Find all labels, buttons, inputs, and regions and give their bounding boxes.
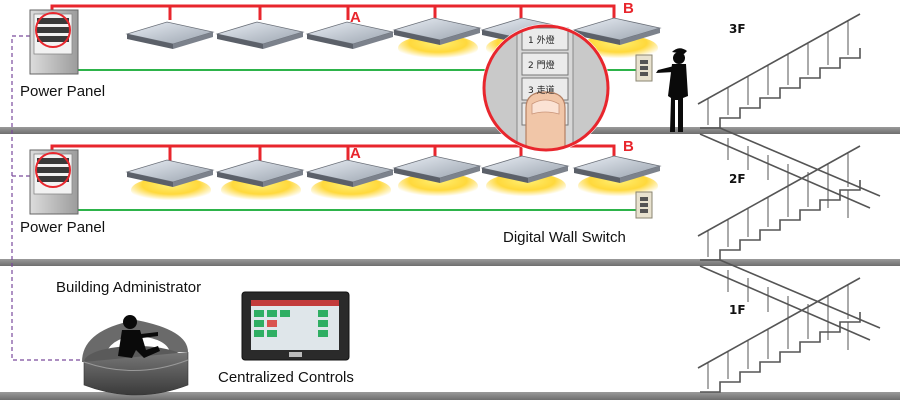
- zoom-button-3: 3 走道: [528, 84, 555, 96]
- building-administrator-label: Building Administrator: [56, 279, 202, 296]
- wall-switch-2f: [635, 191, 653, 219]
- admin-network-lines: [11, 35, 100, 361]
- staircase: [697, 13, 881, 393]
- slab-3f: [0, 127, 900, 134]
- light-fixture-on: [392, 17, 482, 61]
- power-panel-label-3f: Power Panel: [20, 83, 106, 100]
- light-fixture: [305, 21, 395, 49]
- admin-desk: [82, 320, 189, 396]
- central-control-monitor: [241, 291, 350, 361]
- power-line-2f: [50, 144, 616, 162]
- circuit-a-3f: A: [350, 9, 361, 26]
- light-fixture: [125, 21, 215, 49]
- light-fixture-on: [572, 155, 662, 199]
- circuit-b-3f: B: [623, 0, 634, 17]
- light-fixture-on: [480, 155, 570, 199]
- wall-switch-3f: [635, 54, 653, 82]
- light-fixture-on: [215, 159, 305, 203]
- floor-slabs: [0, 127, 900, 400]
- power-panel-2f: [29, 149, 79, 215]
- lights-3f: [125, 17, 662, 61]
- light-fixture-on: [392, 155, 482, 199]
- zoom-button-1: 1 外燈: [528, 34, 555, 46]
- person-silhouette: [656, 48, 688, 132]
- digital-wall-switch-label: Digital Wall Switch: [503, 229, 626, 246]
- light-fixture-on: [125, 159, 215, 203]
- slab-1f: [0, 392, 900, 400]
- power-line-3f: [50, 4, 616, 42]
- power-panel-3f: [29, 9, 79, 75]
- centralized-controls-label: Centralized Controls: [218, 369, 354, 386]
- light-fixture-on: [305, 159, 395, 203]
- zoom-button-2: 2 門燈: [528, 59, 555, 71]
- circuit-a-2f: A: [350, 145, 361, 162]
- floor-label-3f: 3F: [729, 22, 746, 36]
- administrator-silhouette: [118, 315, 160, 358]
- light-fixture: [215, 21, 305, 49]
- floor-label-2f: 2F: [729, 172, 746, 186]
- switch-zoom-callout: 1 外燈 2 門燈 3 走道: [482, 24, 610, 152]
- slab-2f: [0, 259, 900, 266]
- circuit-b-2f: B: [623, 138, 634, 155]
- lights-2f: [125, 155, 662, 203]
- power-panel-label-2f: Power Panel: [20, 219, 106, 236]
- floor-label-1f: 1F: [729, 303, 746, 317]
